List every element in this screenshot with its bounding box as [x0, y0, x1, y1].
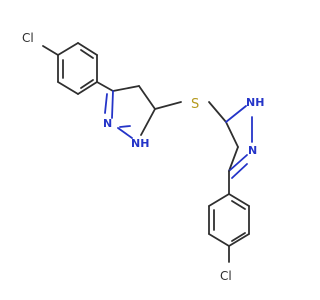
left-to-sulfur-bond [154, 101, 182, 110]
right-ring-bond-3 [228, 154, 248, 172]
ring-bottom-bond-1 [208, 193, 230, 207]
ring-top-bond-3 [77, 81, 98, 95]
cl-top-bond [42, 45, 59, 56]
ring-bottom-bond-3 [208, 233, 230, 247]
ring-bottom-inner-2 [231, 232, 246, 242]
left-ring-bond-4 [117, 127, 133, 139]
right-ring-bond-1 [225, 121, 239, 148]
left-ring-n-n-bond [119, 125, 131, 128]
ring-bottom-bond-4 [228, 233, 250, 247]
ring-bottom-bond-6 [228, 193, 250, 207]
right-ring-double-bond [231, 163, 248, 179]
ring-top-bond-6 [57, 42, 79, 56]
right-pyrazoline-ring [225, 105, 253, 195]
nh-left-label: NH [131, 137, 149, 150]
bottom-benzene-ring [208, 193, 250, 263]
nh-right-label: NH [246, 96, 264, 109]
n-left-label: N [103, 117, 112, 130]
ring-top-bond-5 [77, 42, 98, 56]
sulfur-label: S [191, 97, 199, 112]
sulfur-to-right-bond [208, 101, 227, 123]
ring-top-bond-2 [57, 81, 79, 95]
molecule-svg: Cl N NH S NH N Cl [22, 31, 264, 283]
molecule-diagram: Cl N NH S NH N Cl [22, 31, 265, 283]
right-ring-bond-2 [228, 146, 239, 172]
left-ring-double-bond [104, 93, 108, 114]
left-ring-bond-2 [138, 85, 156, 110]
cl-bottom-label: Cl [220, 269, 232, 283]
ring-bottom-inner-3 [231, 200, 246, 210]
left-ring-bond-1 [112, 85, 140, 92]
right-ring-bond-5 [225, 105, 247, 123]
n-right-label: N [248, 144, 257, 157]
ring-top-inner-2 [80, 79, 94, 89]
top-left-benzene-ring [42, 42, 114, 95]
phenyl-to-pyrazoline-left [96, 81, 114, 92]
left-ring-bond-5 [111, 90, 114, 119]
left-ring-bond-3 [140, 108, 156, 136]
cl-top-label: Cl [22, 31, 34, 45]
sulfur-bridge [154, 101, 227, 123]
left-pyrazoline-ring [104, 85, 156, 139]
ring-top-inner-3 [80, 49, 94, 59]
